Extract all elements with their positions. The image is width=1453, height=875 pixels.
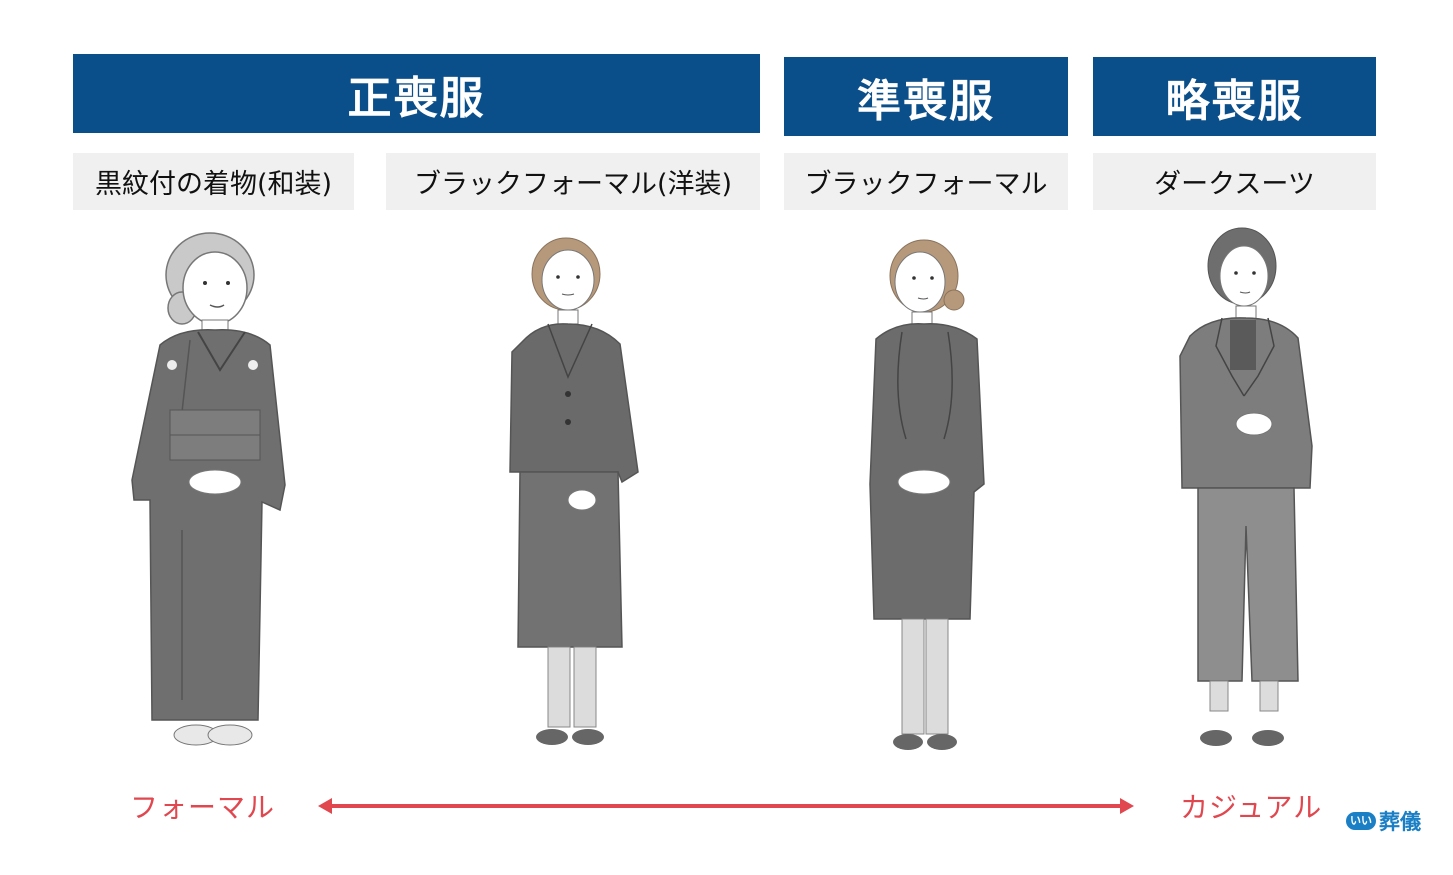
category-title: 略喪服 [1165,75,1304,127]
outfit-label-black-formal: ブラックフォーマル [784,153,1068,210]
logo-text: 葬儀 [1379,810,1421,834]
scale-label-formal: フォーマル [130,791,276,824]
outfit-label-dark-suit: ダークスーツ [1093,153,1376,210]
formality-double-arrow-icon [318,798,1134,814]
category-title: 正喪服 [347,72,486,124]
scale-label-casual: カジュアル [1180,791,1323,824]
outfit-label-text: ブラックフォーマル(洋装) [413,169,733,200]
outfit-label-kimono: 黒紋付の着物(和装) [73,153,354,210]
category-header-seimofuku: 正喪服 [73,54,760,133]
category-header-junmofuku: 準喪服 [784,57,1068,136]
outfit-label-text: ブラックフォーマル [804,169,1048,200]
outfit-label-text: 黒紋付の着物(和装) [94,169,333,200]
outfit-label-text: ダークスーツ [1154,169,1315,200]
outfit-label-black-formal-western: ブラックフォーマル(洋装) [386,153,760,210]
category-header-ryakumofuku: 略喪服 [1093,57,1376,136]
figure-black-formal-jacket-woman [509,237,639,745]
figure-dark-suit-woman [1179,227,1313,746]
brand-logo: いい 葬儀 [1346,806,1421,836]
figure-black-formal-dress-woman [869,239,985,750]
figure-kimono-woman [131,232,286,746]
logo-badge: いい [1346,812,1376,830]
category-title: 準喪服 [857,75,995,127]
